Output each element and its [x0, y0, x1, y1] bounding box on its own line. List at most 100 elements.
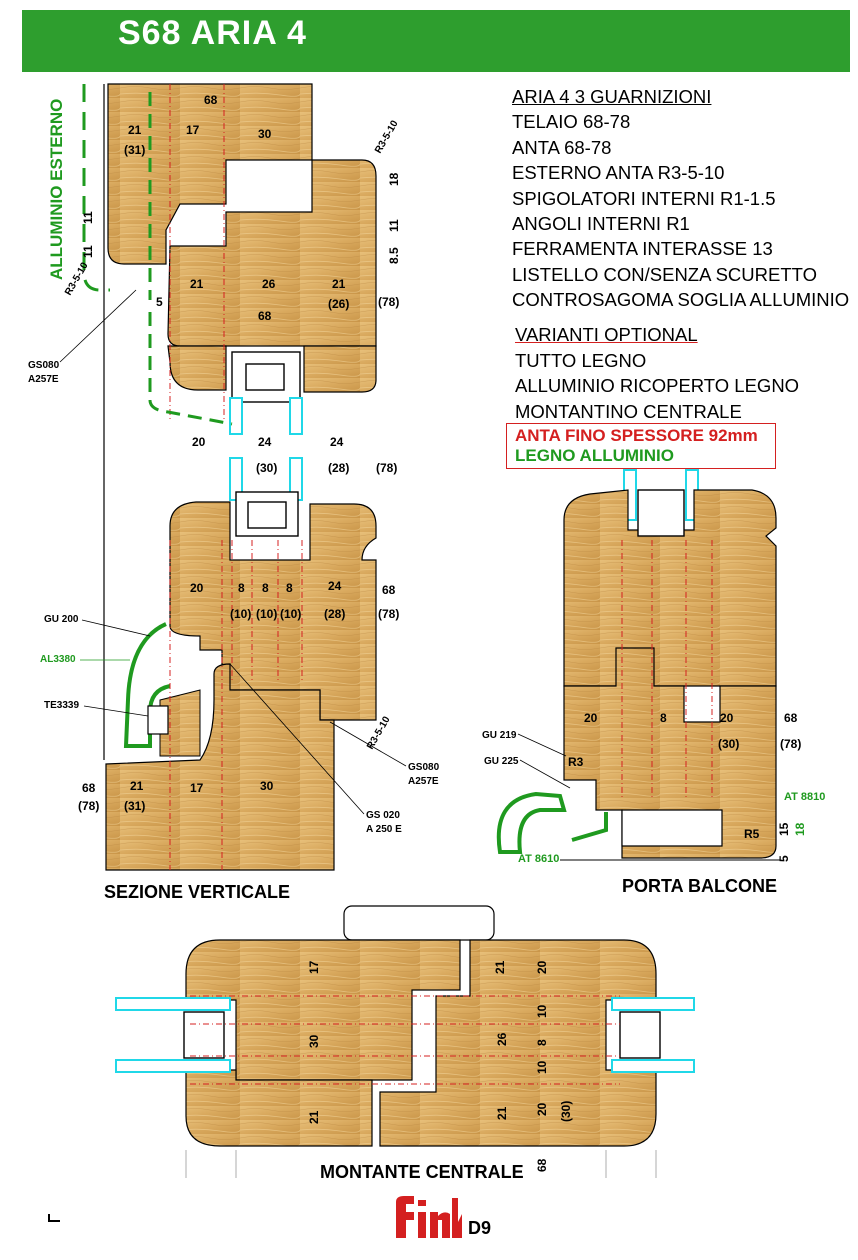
dim-label: 8 — [535, 1039, 549, 1046]
dim-label: 68 — [784, 711, 798, 725]
glass-pane-left — [115, 1059, 231, 1073]
dim-label: (10) — [230, 607, 251, 621]
dim-label: 20 — [192, 435, 206, 449]
at8610-aluminium — [496, 791, 567, 854]
spec-line: ESTERNO ANTA R3-5-10 — [512, 162, 725, 184]
dim-label: 30 — [260, 779, 274, 793]
spec-line: SPIGOLATORI INTERNI R1-1.5 — [512, 187, 776, 209]
mullion-right — [379, 939, 657, 1147]
dim-label: 11 — [81, 245, 95, 258]
leader-line — [329, 721, 407, 767]
dim-label: (10) — [256, 607, 277, 621]
gasket-code: GS080 — [28, 360, 60, 371]
dim-label: (78) — [378, 607, 399, 621]
gasket-label: GU 200 — [44, 614, 79, 625]
fink-logo-icon — [396, 1196, 462, 1238]
profile-label: AT 8610 — [518, 853, 559, 865]
dim-label: 5 — [156, 295, 163, 309]
dim-label: 18 — [793, 822, 807, 836]
corner-mark — [48, 1220, 60, 1222]
dim-label: 5 — [777, 855, 791, 862]
dim-label: 26 — [262, 277, 276, 291]
mullion-section: 17 21 20 10 8 10 30 26 21 21 20 (30) 68 … — [115, 905, 695, 1182]
dim-label: 20 — [720, 711, 734, 725]
dim-label: 20 — [535, 1102, 549, 1116]
optional-green-line: LEGNO ALLUMINIO — [515, 446, 674, 465]
page-title: S68 ARIA 4 — [118, 14, 307, 52]
dim-label: 10 — [535, 1060, 549, 1074]
gasket-code: GS 020 — [366, 810, 400, 821]
dim-label: 30 — [258, 127, 272, 141]
dim-label: 68 — [535, 1158, 549, 1172]
spec-line: FERRAMENTA INTERASSE 13 — [512, 238, 773, 260]
dim-label: R3-5-10 — [373, 118, 401, 155]
dim-label: (78) — [378, 295, 399, 309]
glass-pane-right — [289, 397, 303, 435]
dim-label: 21 — [190, 277, 204, 291]
dim-label: 26 — [495, 1032, 509, 1046]
optional-line: MONTANTINO CENTRALE — [515, 400, 742, 422]
dim-label: (30) — [559, 1101, 573, 1122]
dim-label: R3 — [568, 755, 584, 769]
dim-label: 17 — [307, 960, 321, 974]
dim-label: 8 — [286, 581, 293, 595]
dim-label: 8 — [238, 581, 245, 595]
dim-label: 18 — [387, 172, 401, 186]
optional-line: TUTTO LEGNO — [515, 349, 647, 371]
te3339-clip — [147, 705, 169, 735]
spec-line: LISTELLO CON/SENZA SCURETTO — [512, 263, 817, 285]
spec-line: ANGOLI INTERNI R1 — [512, 213, 690, 235]
dim-label: 21 — [128, 123, 142, 137]
corner-mark — [48, 1214, 50, 1221]
aluminium-drip-profile — [123, 622, 171, 748]
dim-label: 68 — [258, 309, 272, 323]
glass-pane-right — [611, 997, 695, 1011]
dim-label: R5 — [744, 827, 760, 841]
dim-label: (78) — [376, 461, 397, 475]
glass-pane-left — [115, 997, 231, 1011]
dim-label: 24 — [328, 579, 342, 593]
dim-label: 24 — [258, 435, 272, 449]
dim-label: (31) — [124, 143, 145, 157]
spec-line: TELAIO 68-78 — [512, 111, 631, 133]
gasket-code: GS080 — [408, 762, 440, 773]
at8810-aluminium — [571, 812, 608, 842]
dim-label: 21 — [493, 960, 507, 974]
dim-label: 20 — [584, 711, 598, 725]
dim-label: 11 — [387, 219, 401, 232]
spec-list: ARIA 4 3 GUARNIZIONI TELAIO 68-78 ANTA 6… — [512, 84, 849, 313]
dim-label: 17 — [186, 123, 200, 137]
page-number: D9 — [468, 1218, 492, 1238]
optional-line: ALLUMINIO RICOPERTO LEGNO — [515, 375, 800, 396]
dim-label: (30) — [718, 737, 739, 751]
optional-list: VARIANTI OPTIONAL TUTTO LEGNO ALLUMINIO … — [515, 322, 799, 424]
balcony-door-section: 20 8 20 (30) 68 (78) R3 R5 15 18 5 GU 21… — [482, 469, 825, 896]
side-label-aluminium: ALLUMINIO ESTERNO — [47, 99, 66, 280]
sash-lower-left — [167, 345, 227, 391]
sash-profile-top — [167, 159, 377, 347]
mullion-left-lower — [185, 1069, 373, 1147]
dim-label: (78) — [780, 737, 801, 751]
dim-label: (26) — [328, 297, 349, 311]
gasket-label: GU 225 — [484, 756, 519, 767]
leader-line — [519, 759, 571, 789]
dim-label: 8 — [660, 711, 667, 725]
dim-label: (78) — [78, 799, 99, 813]
profile-label: AT 8810 — [784, 791, 825, 803]
profile-label: TE3339 — [44, 700, 79, 711]
optional-highlight-box — [506, 423, 776, 469]
spec-line: CONTROSAGOMA SOGLIA ALLUMINIO — [512, 289, 850, 311]
leader-line — [517, 733, 567, 757]
dim-label: 15 — [777, 822, 791, 836]
dim-label: 30 — [307, 1034, 321, 1048]
sill-frame-profile — [105, 663, 335, 871]
dim-label: (10) — [280, 607, 301, 621]
profile-label: AL3380 — [40, 654, 76, 665]
glass-pane-right — [611, 1059, 695, 1073]
dim-label: 24 — [330, 435, 344, 449]
balcony-sash — [563, 489, 777, 687]
dim-label: 17 — [190, 781, 204, 795]
gasket-label: GU 219 — [482, 730, 517, 741]
dim-label: 8.5 — [387, 247, 401, 264]
dim-label: 21 — [332, 277, 346, 291]
